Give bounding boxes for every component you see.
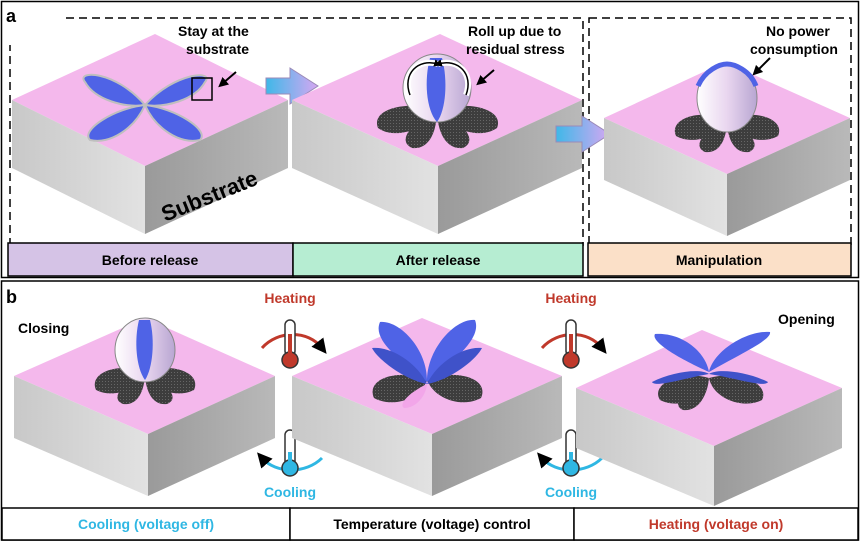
- annot-nopower-line2: consumption: [750, 41, 838, 57]
- process-arrow-2: [555, 115, 611, 153]
- dashed-frame-release: [9, 17, 584, 246]
- heating-indicator-1: Heating: [260, 290, 327, 369]
- cooling-indicator-1: Cooling: [257, 429, 324, 500]
- cooling-label-2: Cooling: [545, 484, 597, 500]
- annot-roll-line2: residual stress: [466, 41, 565, 57]
- panel-a-frame: [0, 0, 860, 279]
- opening-label: Opening: [778, 311, 835, 327]
- substrate-cube-1: [12, 34, 288, 234]
- annot-stay-line1: Stay at the: [178, 23, 249, 39]
- bar-label-manipulation: Manipulation: [676, 252, 762, 268]
- heating-indicator-2: Heating: [540, 290, 607, 369]
- bar-after-release: [292, 242, 584, 277]
- pointer-arrow-stay: [218, 71, 237, 88]
- annot-stay-line2: substrate: [186, 41, 249, 57]
- bar-label-before-release: Before release: [102, 252, 199, 268]
- pointer-arrow-roll: [476, 69, 495, 86]
- flower-flat-before-release: [82, 73, 208, 142]
- flower-rolled-after-release: [376, 53, 499, 149]
- panel-a-letter: a: [6, 6, 17, 26]
- bar-before-release: [7, 242, 294, 277]
- pointer-arrow-nopower: [752, 57, 771, 76]
- closing-label: Closing: [18, 320, 69, 336]
- cooling-indicator-2: Cooling: [537, 429, 604, 500]
- bar-manipulation: [587, 242, 852, 277]
- cooling-label-1: Cooling: [264, 484, 316, 500]
- flower-open: [652, 331, 771, 411]
- flower-manipulation: [674, 61, 780, 153]
- panel-b-letter: b: [6, 287, 17, 307]
- flower-half-open: [372, 319, 483, 408]
- bar-heating-voltage-on: [573, 507, 859, 541]
- substrate-cube-b3: [576, 330, 842, 506]
- annot-nopower-line1: No power: [766, 23, 830, 39]
- bar-label-heating: Heating (voltage on): [649, 516, 784, 532]
- heating-label-2: Heating: [545, 290, 596, 306]
- bar-cooling-voltage-off: [1, 507, 291, 541]
- zoom-box: [191, 77, 213, 101]
- substrate-cube-b2: [292, 318, 562, 496]
- bar-label-cooling: Cooling (voltage off): [78, 516, 214, 532]
- heating-label-1: Heating: [264, 290, 315, 306]
- bar-label-temperature-control: Temperature (voltage) control: [333, 516, 530, 532]
- annot-roll-line1: Roll up due to: [468, 23, 561, 39]
- bar-label-after-release: After release: [396, 252, 481, 268]
- flower-closed: [94, 317, 196, 405]
